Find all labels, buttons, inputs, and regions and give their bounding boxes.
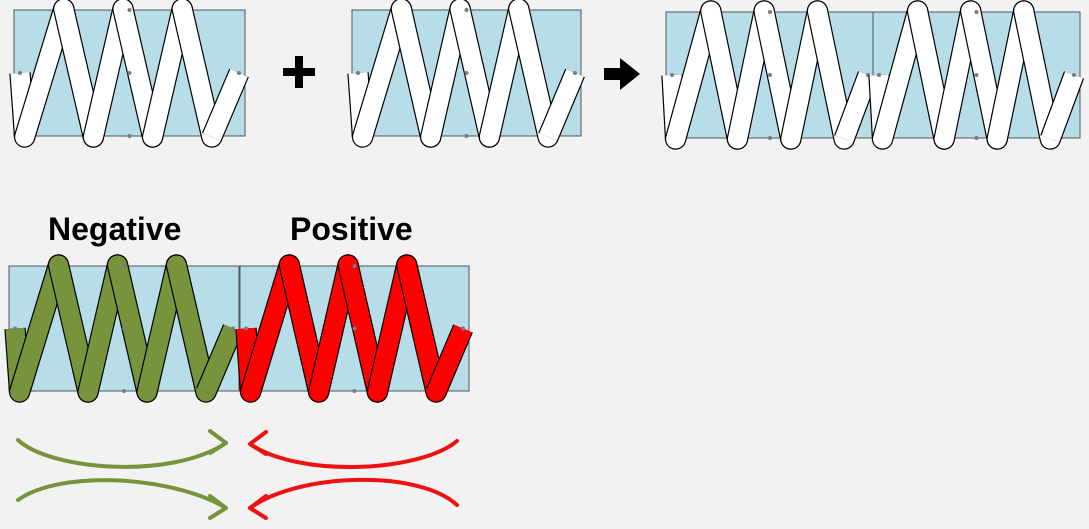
spring-positive: [235, 254, 473, 403]
arrow-head: [208, 494, 228, 520]
connector-dot: [127, 8, 132, 12]
connector-dot: [464, 134, 469, 138]
connector-dot: [461, 326, 465, 331]
arrow-curve: [248, 477, 459, 510]
spring-module-a: [9, 0, 249, 148]
combined-spring-left: [661, 0, 879, 150]
connector-dot: [231, 326, 235, 331]
positive-arrow-upper: [248, 430, 459, 469]
connector-dot: [464, 8, 469, 12]
connector-dot: [670, 73, 674, 77]
negative-arrow-lower: [16, 478, 228, 520]
right-arrow-icon: [604, 58, 640, 90]
connector-dot: [768, 10, 772, 14]
arrow-curve: [16, 438, 228, 469]
connector-dot: [768, 73, 772, 77]
coil-wire: [539, 69, 584, 141]
connector-dot: [974, 10, 979, 14]
coil-wire: [166, 255, 216, 402]
connector-dot: [127, 134, 132, 138]
connector-dot: [356, 71, 360, 75]
plus-bar-v: [295, 56, 303, 88]
connector-dot: [768, 136, 772, 140]
negative-arrow-upper: [16, 429, 228, 469]
coil-wire: [807, 1, 854, 149]
connector-dot: [974, 136, 979, 140]
coil-wire: [15, 0, 74, 147]
connector-dot: [352, 264, 357, 268]
arrow-head: [208, 429, 228, 455]
connector-dot: [1072, 73, 1076, 77]
right-arrow-shape: [604, 58, 640, 90]
coil-wire: [509, 0, 558, 147]
connector-dot: [122, 389, 126, 393]
connector-dot: [877, 73, 881, 77]
connector-dot: [18, 71, 22, 75]
coil-wire: [353, 0, 411, 147]
negative-label: Negative: [48, 211, 182, 247]
coil-wire: [10, 255, 69, 402]
arrow-head: [248, 430, 268, 456]
coil-wire: [1041, 71, 1083, 143]
connector-dot: [13, 326, 17, 331]
connector-dot: [237, 71, 241, 75]
coil-wire: [1014, 1, 1060, 149]
connector-dot: [464, 71, 469, 75]
connector-dot: [974, 73, 979, 77]
spring-negative: [4, 254, 243, 403]
connector-dot: [244, 326, 248, 331]
positive-label: Positive: [290, 211, 413, 247]
coil-wire: [197, 324, 242, 396]
coil-wire: [835, 71, 877, 143]
connector-dot: [352, 389, 357, 393]
coil-wire: [172, 0, 222, 147]
coil-wire: [203, 69, 248, 141]
arrow-curve: [16, 478, 228, 510]
positive-arrow-lower: [248, 477, 459, 520]
arrow-curve: [248, 439, 459, 469]
coil-wire: [397, 255, 446, 402]
connector-dot: [127, 71, 132, 75]
coil-wire: [241, 255, 299, 402]
coil-wire: [427, 324, 472, 396]
connector-dot: [122, 264, 126, 268]
combined-spring-right: [868, 0, 1085, 150]
connector-dot: [352, 326, 357, 331]
plus-icon: [283, 56, 315, 88]
arrow-head: [248, 494, 268, 520]
connector-dot: [122, 326, 126, 331]
connector-dot: [573, 71, 577, 75]
spring-module-b: [347, 0, 585, 148]
